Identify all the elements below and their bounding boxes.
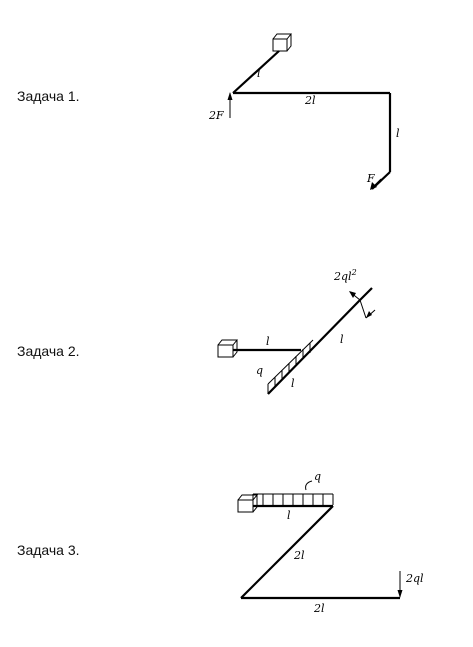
task-2-distributed-load [267,339,314,394]
task-1-member-diagonal [232,50,280,94]
task-2-label: Задача 2. [17,343,80,359]
task-2-moment-base: 2ql [333,270,352,283]
task-3-support-block [237,494,259,513]
task-2-support-block [217,339,239,358]
task-3-distributed-load [252,480,334,505]
task-3-length-l: l [287,509,291,522]
task-2-length-l-load: l [291,377,295,390]
task-3-label: Задача 3. [17,542,80,558]
task-2-length-l-diagonal: l [340,333,344,346]
task-2-load-q-label: q [256,364,263,377]
task-1-support-block [272,33,293,52]
task-3-length-2l-bottom: 2l [313,602,325,615]
task-2-member-upper [359,287,373,301]
task-3-load-q-label: q [314,470,321,483]
task-1-force-2F-label: 2F [208,109,224,122]
task-3-force-arrow [397,571,403,598]
task-1-force-F-arrow [370,178,382,190]
task-2-diagram: l l l q 2ql2 [217,268,376,395]
task-1-length-l-diagonal: l [257,67,261,80]
task-3-diagram: q l 2l 2l 2ql [237,470,424,615]
task-2-moment-exponent: 2 [351,268,357,277]
task-1-length-l-vertical: l [396,127,400,140]
task-2-moment-label: 2ql2 [333,268,357,283]
task-1-length-2l: 2l [304,94,316,107]
task-1-diagram: l 2l l 2F F [208,33,400,190]
task-3-length-2l-diagonal: 2l [293,549,305,562]
task-3-force-label: 2ql [405,572,424,585]
task-2-moment-couple [349,291,376,319]
task-2-length-l-horizontal: l [266,335,270,348]
task-1-force-F-label: F [366,172,375,185]
task-1-force-2F-arrow [227,92,233,118]
task-2-member-diagonal-main [267,299,361,395]
task-1-label: Задача 1. [17,88,80,104]
task-3-member-diagonal [240,505,334,599]
